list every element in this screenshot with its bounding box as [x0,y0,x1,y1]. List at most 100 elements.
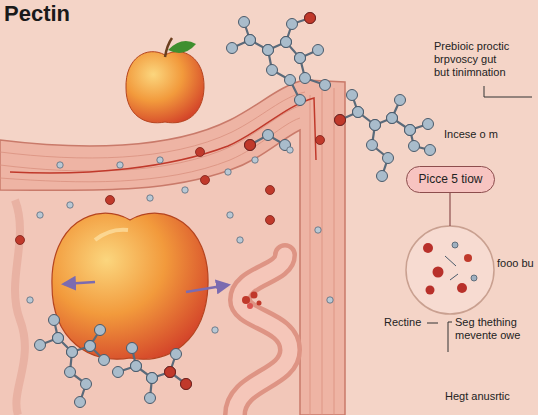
particles-part [16,236,25,245]
molecule-part [245,140,256,151]
molecule-part [171,349,182,360]
molecule-part [377,171,388,182]
annotation-label: Hegt anusrtic [445,390,510,403]
molecule-part [305,13,316,24]
apple-large [52,213,208,359]
flow-arrows-part [64,282,95,284]
particles [16,136,334,334]
particles-part [37,212,43,218]
gut-tissue [0,80,345,415]
label-box: Picce 5 tiow [406,166,495,193]
molecule-part [387,113,398,124]
molecule-part [227,43,238,54]
molecule [227,13,331,106]
leader-lines-part [448,322,452,352]
molecule-part [113,367,124,378]
particles-part [201,176,210,185]
molecule-part [263,45,274,56]
molecule-part [53,333,64,344]
molecule-part [118,366,186,384]
molecule-part [287,19,298,30]
annotation-label: Prebioic proctic brpvoscy gut but tinimn… [434,40,512,79]
leader-lines [427,86,532,352]
leader-line [449,193,450,226]
apple-top [126,38,204,123]
box-text: Picce 5 tiow [419,172,482,187]
molecule-part [99,355,110,366]
molecule-part [263,45,274,56]
particles-part [147,195,153,201]
annotation-label: Seg thething mevente owe [455,316,527,342]
apple-large-part [52,213,208,359]
molecule-part [425,145,436,156]
particles-part [316,136,325,145]
bacteria-circle-part [423,243,433,253]
flow-arrows-part [186,285,228,292]
molecule-part [53,333,64,344]
molecule-part [367,140,378,151]
pectin-molecules [35,13,436,408]
molecule-part [267,65,278,76]
annotation-label: fooo bu [497,257,534,270]
molecule-part [95,325,106,336]
intestine-coil-part [247,303,253,309]
gut-tissue-part [310,95,311,415]
particles-part [106,196,115,205]
molecule-part [405,125,416,136]
annotation-label: Incese o m [444,128,498,141]
annotation-label: Rectine [384,316,421,329]
diagram-title: Pectin [4,1,70,27]
molecule-part [295,95,306,106]
molecule-part [305,13,316,24]
molecule-part [347,90,358,101]
intestine-coil-part [251,292,258,299]
gut-tissue-part [334,88,335,415]
molecule-part [300,73,311,84]
molecule-part [67,347,78,358]
particles-part [57,162,63,168]
molecule-part [67,347,78,358]
intestine-coil-part [242,296,250,304]
bacteria-circle-part [406,226,494,314]
molecule-part [245,35,256,46]
molecule-part [127,343,138,354]
intestine-coil [235,255,290,415]
molecule-part [383,153,394,164]
particles-part [252,157,258,163]
molecule-part [75,397,86,408]
apple-large-part [95,230,128,240]
molecule-part [370,120,381,131]
molecule-part [165,367,176,378]
molecule-part [395,95,406,106]
molecule-part [147,373,158,384]
gut-tissue-part [15,200,25,415]
molecule-part [281,37,292,48]
molecule-part [85,341,96,352]
molecule-part [85,341,96,352]
molecule-part [263,130,274,141]
bacteria-circle-part [464,254,472,262]
molecule-part [131,361,142,372]
bacteria-circle-part [426,286,435,295]
molecule-part [387,113,398,124]
molecule-part [372,125,388,176]
molecule-part [335,115,346,126]
particles-part [266,216,275,225]
particles-part [196,148,205,157]
molecule-part [245,140,256,151]
intestine-coil-part [235,255,290,415]
particles-part [287,147,293,153]
molecule-part [147,373,158,384]
particles-part [212,327,218,333]
particles-part [182,187,188,193]
molecule-part [295,53,306,64]
intestine-coil-part [257,301,262,306]
molecule-part [313,45,324,56]
leader-lines-part [427,323,438,324]
particles-part [67,202,73,208]
leader-lines-part [484,86,532,97]
molecule-part [353,107,364,118]
molecule-part [165,367,176,378]
molecule-part [181,379,192,390]
